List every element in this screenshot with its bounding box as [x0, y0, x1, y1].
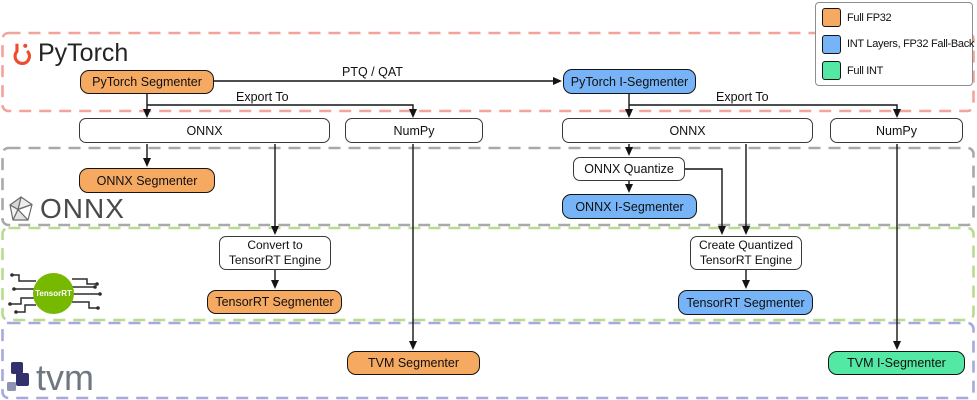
- node-onnx-export-left: ONNX: [79, 118, 330, 143]
- node-onnx-export-right: ONNX: [562, 118, 813, 143]
- tvm-icon: [7, 362, 29, 391]
- node-tvm-i-segmenter: TVM I-Segmenter: [828, 351, 965, 375]
- legend-label: Full INT: [847, 64, 884, 77]
- node-onnx-quantize: ONNX Quantize: [573, 157, 685, 181]
- legend-swatch-full-int: [822, 61, 841, 80]
- node-label-line: Convert to: [247, 237, 303, 252]
- tensorrt-logo: TensorRT: [6, 271, 106, 319]
- legend: Full FP32 INT Layers, FP32 Fall-Back Ful…: [815, 2, 974, 86]
- node-label-line: Create Quantized: [698, 237, 794, 252]
- node-label-line: TensorRT Engine: [699, 253, 793, 267]
- tensorrt-circuit-icon: [8, 273, 102, 314]
- edge-quantize-to-create-trt: [685, 168, 726, 235]
- tvm-logo: tvm: [6, 358, 94, 398]
- tvm-band: [1, 321, 975, 400]
- onnx-icon: [9, 196, 33, 221]
- legend-label: INT Layers, FP32 Fall-Back: [847, 38, 975, 50]
- node-tvm-segmenter: TVM Segmenter: [347, 351, 480, 375]
- node-pytorch-i-segmenter: PyTorch I-Segmenter: [563, 69, 696, 94]
- legend-item-full-int: Full INT: [822, 61, 966, 80]
- legend-item-full-fp32: Full FP32: [822, 8, 966, 27]
- node-onnx-i-segmenter: ONNX I-Segmenter: [562, 194, 697, 219]
- node-tensorrt-segmenter-int: TensorRT Segmenter: [678, 290, 813, 315]
- node-numpy-export-right: NumPy: [830, 118, 963, 143]
- edge-label-export-to-right: Export To: [716, 90, 769, 104]
- onnx-band: [1, 146, 975, 227]
- node-convert-tensorrt-engine: Convert to TensorRT Engine: [219, 236, 331, 270]
- onnx-logo-text: ONNX: [40, 193, 125, 224]
- legend-label: Full FP32: [847, 11, 892, 24]
- node-label-line: TensorRT Engine: [228, 253, 322, 267]
- edge-export-to-numpy-right: [629, 104, 901, 118]
- tensorrt-band: [1, 226, 975, 322]
- legend-item-int-fallback: INT Layers, FP32 Fall-Back: [822, 34, 974, 54]
- node-tensorrt-segmenter-fp32: TensorRT Segmenter: [207, 290, 342, 314]
- node-onnx-segmenter: ONNX Segmenter: [79, 168, 215, 193]
- edge-export-to-numpy-left: [147, 104, 417, 118]
- pytorch-logo-text: PyTorch: [38, 39, 129, 67]
- node-numpy-export-left: NumPy: [345, 118, 483, 143]
- legend-swatch-int-fallback: [822, 34, 841, 54]
- tensorrt-logo-text: TensorRT: [33, 273, 74, 314]
- pytorch-flame-icon: [13, 43, 31, 65]
- edge-label-ptq-qat: PTQ / QAT: [342, 65, 403, 79]
- node-pytorch-segmenter: PyTorch Segmenter: [80, 70, 214, 94]
- node-create-quantized-tensorrt-engine: Create Quantized TensorRT Engine: [690, 236, 802, 270]
- legend-swatch-fp32: [822, 8, 841, 27]
- onnx-logo: ONNX: [8, 194, 125, 224]
- pytorch-logo: PyTorch: [8, 40, 128, 66]
- edge-label-export-to-left: Export To: [236, 90, 289, 104]
- tvm-logo-text: tvm: [36, 357, 94, 398]
- pytorch-band: [1, 31, 975, 113]
